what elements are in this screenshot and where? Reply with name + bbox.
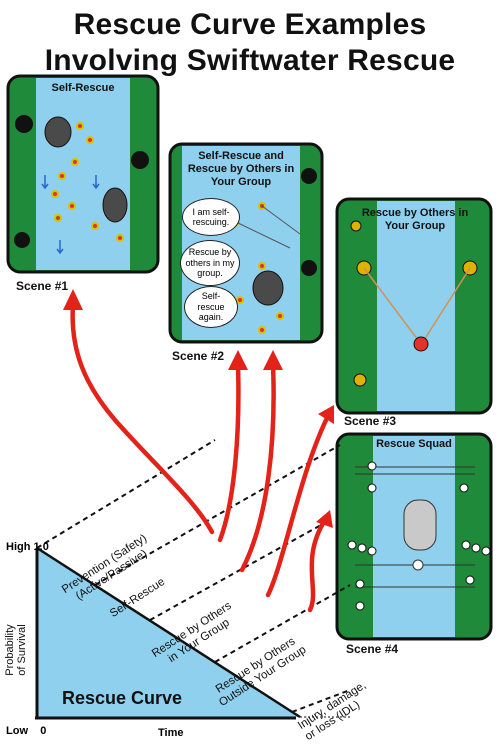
scene-1-label: Scene #1 [16, 279, 69, 293]
raft-icon [403, 499, 437, 571]
current-arrow-icon [41, 175, 100, 255]
scene-2-title: Self-Rescue and Rescue by Others in Your… [182, 150, 300, 189]
bubble-3-line-1: Self- [201, 291, 221, 302]
bush-icon [301, 168, 317, 276]
scene-4-panel [335, 432, 493, 641]
bubble-2-line-2: others in my [185, 257, 235, 268]
throw-rope-icon [235, 205, 301, 249]
scene-3-panel [335, 197, 493, 415]
title-line-2: Involving Swiftwater Rescue [44, 44, 456, 77]
x-zero: 0 [40, 725, 47, 737]
rock-icon [44, 116, 128, 223]
scene-2-label: Scene #2 [172, 349, 225, 363]
bubble-2-line-3: group. [197, 268, 223, 279]
swimmer-icon [51, 122, 124, 242]
rescue-squad-member-icon [347, 461, 491, 611]
scene-2-title-line-1: Self-Rescue and [198, 150, 284, 162]
rock-icon [252, 270, 284, 306]
scene-2-title-line-3: Your Group [210, 176, 272, 188]
rescue-curve-label: Rescue Curve [62, 688, 183, 708]
y-low-word: Low [6, 725, 28, 737]
scene-1-panel [6, 74, 160, 274]
scene-3-title: Rescue by Others in Your Group [350, 207, 480, 233]
y-axis-label: Probability of Survival [4, 610, 28, 690]
rescue-curve-chart [35, 439, 351, 720]
y-high-word: High [6, 541, 31, 553]
scene-3-title-line-2: Your Group [384, 220, 446, 232]
y-high-value: 1.0 [33, 541, 49, 553]
bubble-2-line-1: Rescue by [188, 247, 232, 258]
bubble-1-line-2: rescuing. [192, 217, 230, 227]
y-axis-label-line-1: Probability [4, 624, 16, 676]
title-line-1: Rescue Curve Examples [73, 8, 427, 41]
arrow-to-scene-4 [307, 517, 328, 613]
scene-1-title: Self-Rescue [51, 82, 115, 94]
rope-icon [363, 267, 471, 341]
speech-bubble-1: I am self-rescuing. [182, 198, 240, 236]
y-axis-label-line-2: of Survival [16, 624, 28, 676]
scene-4-label: Scene #4 [346, 642, 399, 656]
curve-line [36, 546, 301, 719]
bubble-3-line-3: again. [198, 312, 224, 323]
victim-icon [413, 336, 429, 352]
scene-4-title: Rescue Squad [376, 438, 452, 450]
scene-3-title-line-1: Rescue by Others in [361, 207, 469, 219]
scene-2-title-line-2: Rescue by Others in [187, 163, 295, 175]
x-axis-label: Time [158, 727, 184, 739]
bubble-3-line-2: rescue [197, 301, 225, 312]
arrowheads [63, 289, 334, 528]
arrow-to-scene-3 [265, 409, 333, 598]
arrow-to-scene-2b [239, 362, 276, 573]
bubble-1-line-1: I am self- [192, 206, 230, 217]
y-low-label: Low 0 [6, 725, 46, 737]
scene-3-label: Scene #3 [344, 414, 397, 428]
arrow-to-scene-2a [217, 362, 241, 543]
arrows [70, 302, 333, 613]
y-high-label: High 1.0 [6, 541, 49, 553]
arrow-to-scene-1 [70, 302, 215, 535]
bush-icon [14, 115, 149, 248]
